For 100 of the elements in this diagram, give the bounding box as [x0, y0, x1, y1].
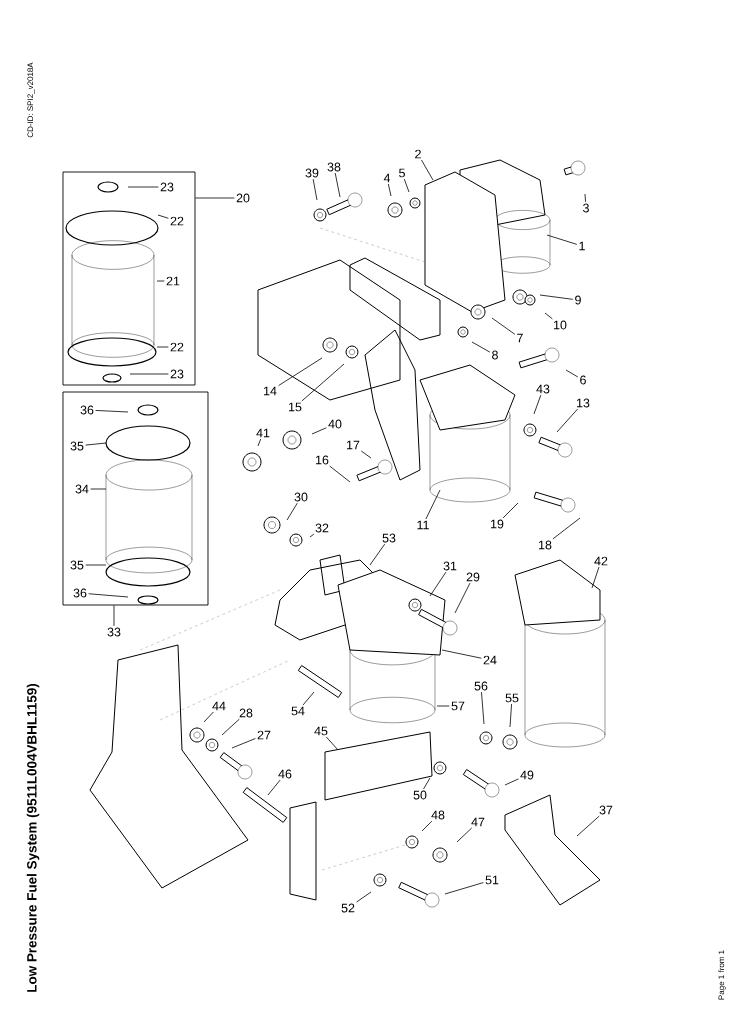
leader-line — [311, 427, 327, 435]
callout-number: 17 — [347, 440, 360, 450]
leader-line — [481, 691, 485, 725]
callout-number: 52 — [341, 903, 355, 913]
callout-number: 36 — [73, 588, 87, 598]
leader-line — [156, 280, 165, 282]
callout-number: 21 — [166, 276, 180, 286]
leader-line — [334, 172, 341, 198]
leader-line — [85, 564, 107, 566]
leader-line — [436, 705, 450, 707]
leader-line — [286, 502, 298, 521]
callout-number: 56 — [474, 681, 488, 691]
leader-line — [441, 649, 482, 659]
callout-number: 43 — [536, 384, 550, 394]
callout-number: 53 — [382, 533, 396, 543]
callout-number: 33 — [107, 627, 121, 637]
callout-number: 18 — [539, 540, 552, 550]
callout-number: 45 — [314, 726, 328, 736]
leader-line — [584, 193, 586, 203]
callout-number: 27 — [257, 730, 271, 740]
leader-line — [533, 394, 542, 415]
callout-number: 48 — [431, 810, 445, 820]
callout-number: 3 — [583, 203, 589, 213]
leader-line — [539, 294, 574, 300]
callout-number: 47 — [471, 817, 485, 827]
callout-number: 1 — [579, 241, 585, 251]
leader-line — [326, 736, 339, 751]
callout-number: 8 — [492, 350, 498, 360]
callout-number: 37 — [599, 805, 613, 815]
callout-number: 35 — [70, 441, 84, 451]
callout-number: 42 — [594, 556, 608, 566]
leader-line — [301, 363, 345, 402]
leader-line — [90, 488, 107, 490]
leader-line — [491, 317, 516, 335]
callout-number: 22 — [170, 342, 184, 352]
leader-line — [257, 438, 262, 447]
leader-line — [454, 582, 471, 614]
callout-number: 28 — [239, 708, 253, 718]
callout-number: 20 — [236, 193, 250, 203]
leader-line — [544, 312, 553, 320]
callout-number: 15 — [289, 402, 302, 412]
leader-line — [471, 341, 491, 353]
leader-line — [591, 566, 600, 589]
callout-number: 44 — [212, 701, 226, 711]
callout-number: 22 — [170, 216, 184, 226]
leader-line — [504, 778, 519, 786]
leader-line — [546, 234, 578, 245]
leader-line — [309, 533, 315, 538]
leader-line — [195, 197, 235, 199]
kit-frame — [62, 391, 209, 606]
leader-line — [421, 159, 434, 181]
callout-number: 11 — [417, 520, 429, 530]
leader-line — [157, 214, 169, 219]
callout-number: 23 — [170, 369, 184, 379]
callout-number: 9 — [575, 295, 581, 305]
callout-number: 2 — [415, 149, 421, 159]
callout-number: 54 — [291, 706, 305, 716]
leader-line — [502, 502, 519, 519]
page-title: Low Pressure Fuel System (9511L004VBHL1159) — [26, 683, 40, 992]
leader-line — [423, 777, 431, 790]
leader-line — [369, 543, 386, 566]
leader-line — [113, 605, 115, 627]
leader-line — [429, 571, 447, 597]
leader-line — [565, 369, 579, 378]
leader-line — [267, 779, 281, 796]
leader-line — [129, 373, 169, 375]
callout-number: 19 — [491, 519, 504, 529]
leader-line — [403, 178, 410, 193]
callout-number: 55 — [505, 693, 519, 703]
leader-line — [356, 891, 372, 903]
callout-number: 35 — [70, 560, 84, 570]
callout-number: 24 — [483, 655, 497, 665]
callout-number: 36 — [80, 405, 94, 415]
leader-line — [425, 489, 441, 520]
callout-number: 16 — [316, 455, 329, 465]
callout-number: 46 — [278, 769, 292, 779]
callout-number: 10 — [554, 320, 567, 330]
callout-number: 5 — [399, 168, 405, 178]
callout-number: 23 — [160, 182, 174, 192]
leader-line — [360, 450, 372, 459]
callout-number: 30 — [294, 492, 308, 502]
callout-number: 14 — [264, 386, 277, 396]
callout-number: 50 — [413, 790, 427, 800]
leader-line — [552, 517, 581, 540]
leader-line — [85, 442, 107, 446]
callout-number: 39 — [305, 168, 319, 178]
callout-number: 49 — [520, 770, 534, 780]
callout-number: 40 — [328, 419, 342, 429]
leader-line — [127, 186, 159, 188]
leader-line — [302, 691, 315, 706]
callout-number: 32 — [315, 523, 329, 533]
leader-line — [95, 410, 129, 413]
leader-line — [88, 593, 129, 598]
leader-line — [156, 346, 169, 348]
leader-line — [576, 815, 600, 837]
leader-line — [421, 820, 433, 832]
kit-frame — [62, 171, 196, 386]
leader-line — [221, 718, 240, 736]
callout-number: 31 — [443, 561, 457, 571]
leader-line — [556, 408, 578, 433]
